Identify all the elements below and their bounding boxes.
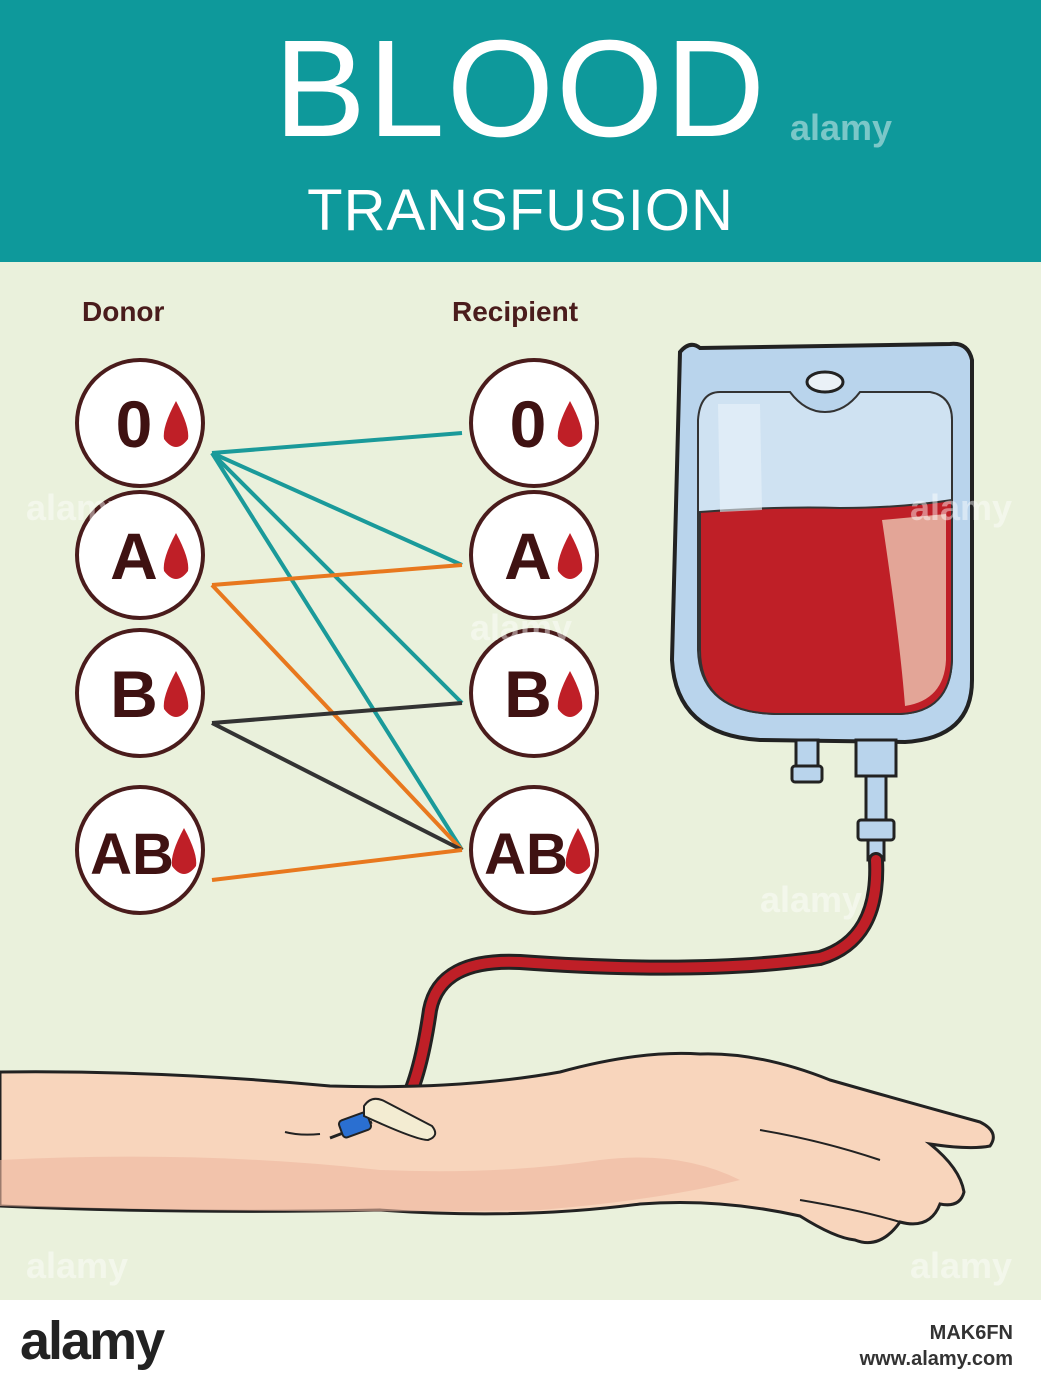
page-subtitle: TRANSFUSION: [307, 178, 734, 243]
donor-type-a: A: [75, 490, 205, 620]
line-a-to-a: [211, 563, 463, 587]
svg-text:alamy: alamy: [26, 1245, 128, 1286]
blood-bag-icon: [669, 341, 974, 862]
svg-text:alamy: alamy: [910, 1245, 1012, 1286]
svg-text:alamy: alamy: [26, 487, 128, 528]
blood-drop-icon: [557, 533, 583, 579]
recipient-type-label: 0: [510, 387, 547, 461]
line-a-to-ab: [210, 583, 464, 852]
line-ab-to-ab: [211, 848, 463, 882]
donor-type-ab: AB: [75, 785, 205, 915]
donor-type-b: B: [75, 628, 205, 758]
svg-text:alamy: alamy: [790, 107, 892, 148]
header-banner: BLOOD TRANSFUSION: [0, 0, 1041, 262]
recipient-type-b: B: [469, 628, 599, 758]
compatibility-lines: [210, 431, 464, 882]
donor-type-label: B: [110, 657, 158, 731]
recipient-type-label: AB: [484, 822, 568, 887]
iv-cannula: [329, 1097, 437, 1142]
donor-column-label: Donor: [82, 296, 165, 327]
recipient-type-a: A: [469, 490, 599, 620]
recipient-type-label: B: [504, 657, 552, 731]
recipient-type-label: A: [504, 519, 552, 593]
line-b-to-ab: [211, 721, 463, 852]
donor-column: 0AB AB: [75, 358, 205, 915]
blood-drop-icon: [557, 671, 583, 717]
stock-id: MAK6FN www.alamy.com: [860, 1320, 1013, 1372]
donor-type-0: 0: [75, 358, 205, 488]
footer-bar: [0, 1300, 1041, 1390]
blood-drop-icon: [565, 828, 591, 874]
blood-drop-icon: [163, 401, 189, 447]
line-0-to-b: [210, 451, 464, 705]
donor-type-label: A: [110, 519, 158, 593]
line-b-to-b: [211, 701, 463, 725]
svg-text:alamy: alamy: [470, 607, 572, 648]
line-0-to-a: [211, 451, 463, 567]
blood-drop-icon: [163, 533, 189, 579]
watermark: alamy alamy alamy alamy alamy alamy alam…: [26, 107, 1012, 1286]
recipient-column-label: Recipient: [452, 296, 579, 327]
svg-text:alamy: alamy: [910, 487, 1012, 528]
recipient-type-0: 0: [469, 358, 599, 488]
blood-drop-icon: [557, 401, 583, 447]
alamy-logo: alamy: [20, 1311, 165, 1371]
arm-illustration: [0, 1051, 995, 1245]
recipient-column: 0AB AB: [469, 358, 599, 915]
site-url: www.alamy.com: [859, 1348, 1013, 1370]
svg-text:alamy: alamy: [760, 879, 862, 920]
image-id: MAK6FN: [929, 1322, 1013, 1344]
line-0-to-0: [211, 431, 463, 455]
donor-type-label: AB: [90, 822, 174, 887]
line-0-to-ab: [210, 451, 464, 852]
recipient-type-ab: AB: [469, 785, 599, 915]
blood-drop-icon: [171, 828, 197, 874]
blood-drop-icon: [163, 671, 189, 717]
donor-type-label: 0: [116, 387, 153, 461]
page-title: BLOOD: [273, 12, 768, 166]
